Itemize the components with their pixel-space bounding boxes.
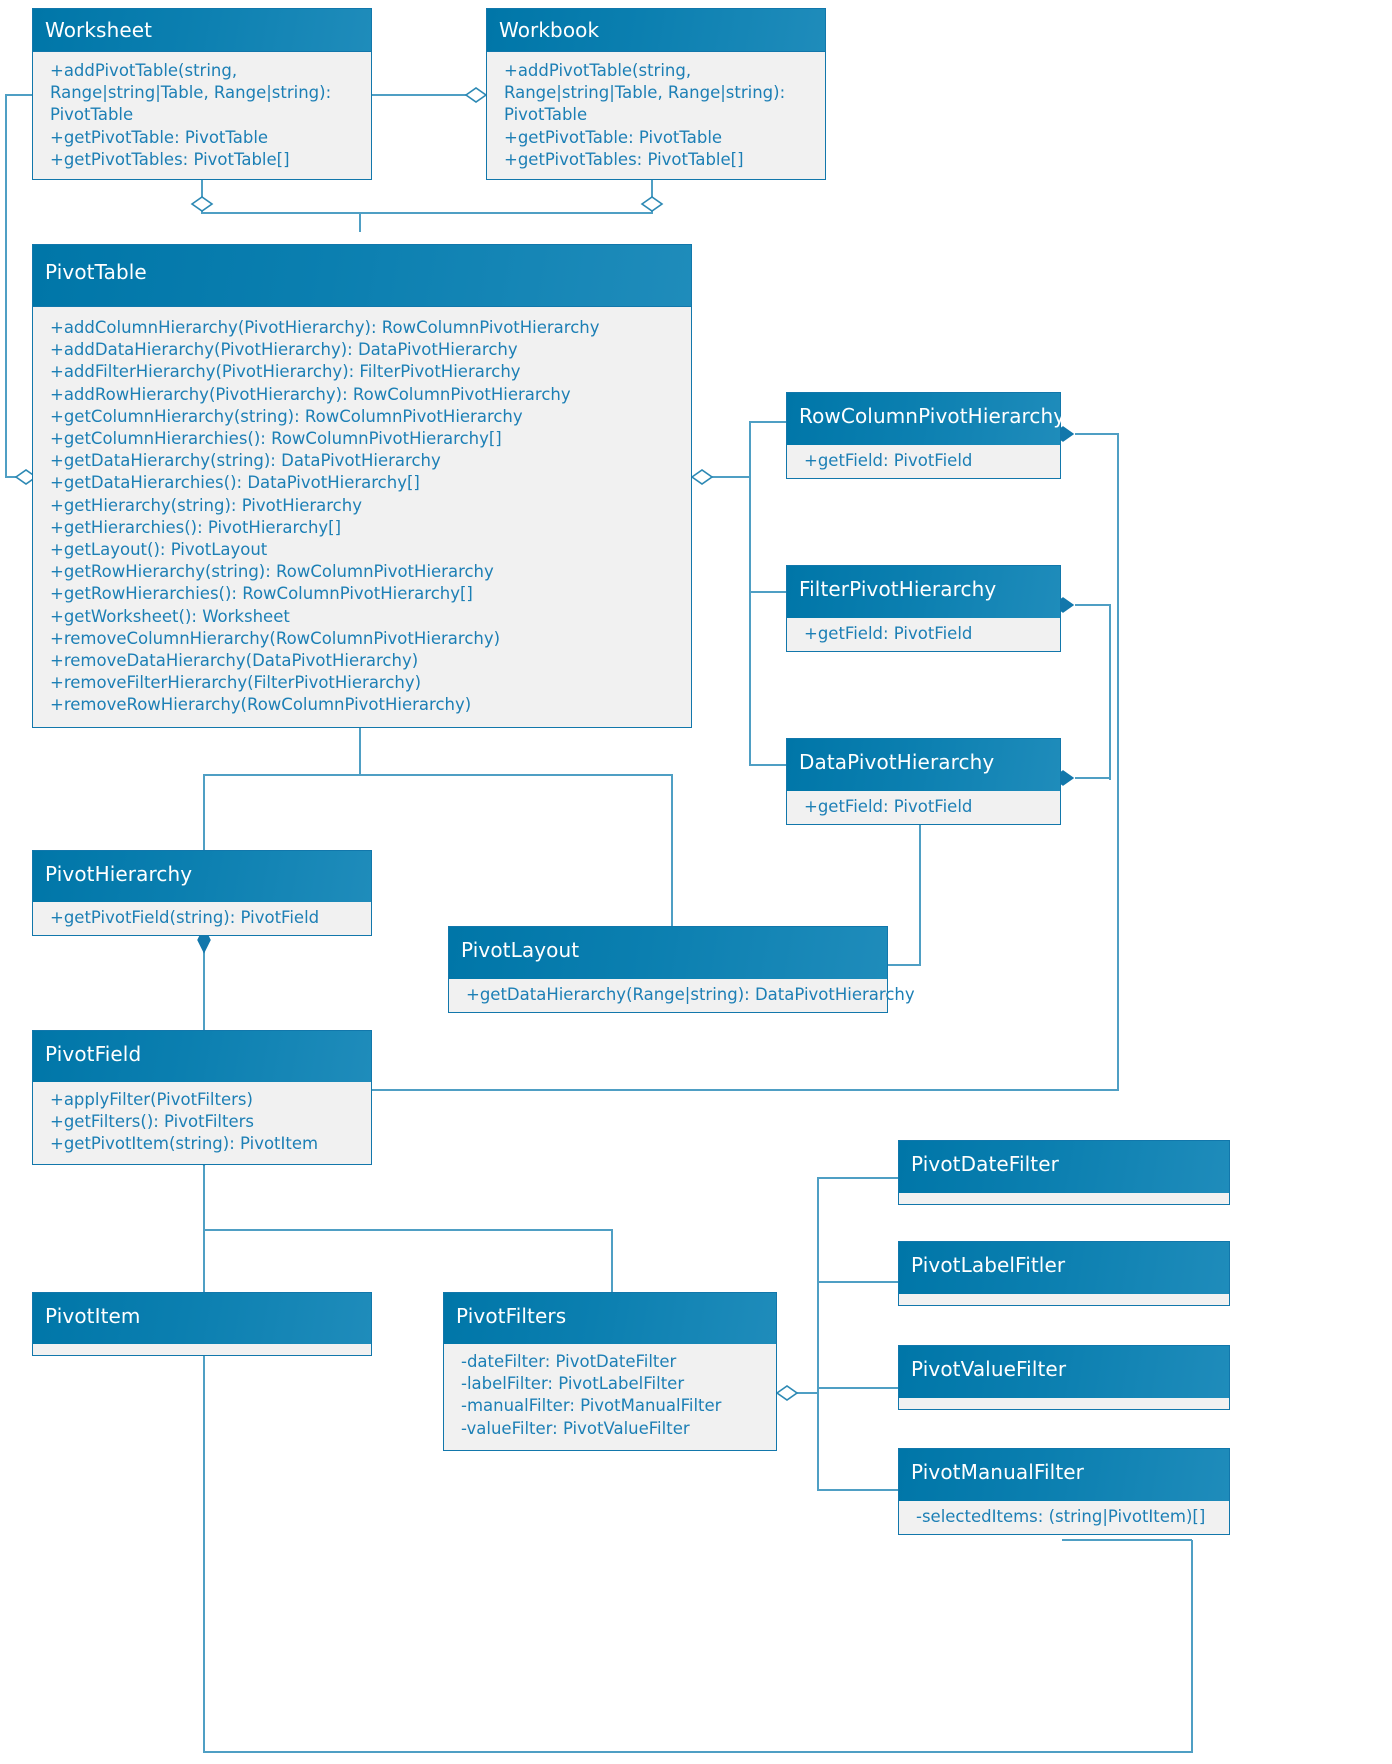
member-line: +getColumnHierarchy(string): RowColumnPi… bbox=[50, 406, 523, 426]
member-line: +removeFilterHierarchy(FilterPivotHierar… bbox=[50, 673, 422, 693]
class-members: -dateFilter: PivotDateFilter -labelFilte… bbox=[443, 1344, 777, 1451]
member-line: +getRowHierarchies(): RowColumnPivotHier… bbox=[50, 584, 473, 604]
member-line: Range|string|Table, Range|string): bbox=[50, 83, 332, 103]
class-box-workbook[interactable]: Workbook +addPivotTable(string, Range|st… bbox=[486, 8, 826, 181]
member-line: +getPivotTables: PivotTable[] bbox=[504, 149, 744, 169]
member-line: +addFilterHierarchy(PivotHierarchy): Fil… bbox=[50, 362, 521, 382]
class-box-pivottable[interactable]: PivotTable +addColumnHierarchy(PivotHier… bbox=[32, 244, 692, 728]
member-line: +getFilters(): PivotFilters bbox=[50, 1112, 255, 1132]
class-members bbox=[898, 1193, 1230, 1205]
class-members: +getField: PivotField bbox=[786, 445, 1061, 480]
member-line: +getColumnHierarchies(): RowColumnPivotH… bbox=[50, 429, 502, 449]
member-line: -selectedItems: (string|PivotItem)[] bbox=[916, 1507, 1206, 1526]
member-line: +getWorksheet(): Worksheet bbox=[50, 606, 290, 626]
class-box-datapivothierarchy[interactable]: DataPivotHierarchy +getField: PivotField bbox=[786, 738, 1061, 826]
member-line: +applyFilter(PivotFilters) bbox=[50, 1090, 253, 1109]
member-line: +removeRowHierarchy(RowColumnPivotHierar… bbox=[50, 695, 472, 715]
class-title: PivotHierarchy bbox=[32, 850, 372, 902]
class-members: +applyFilter(PivotFilters) +getFilters()… bbox=[32, 1082, 372, 1165]
member-line: +getPivotItem(string): PivotItem bbox=[50, 1134, 319, 1154]
class-title: Worksheet bbox=[33, 9, 371, 52]
class-title: PivotManualFilter bbox=[898, 1448, 1230, 1501]
class-box-pivotvaluefilter[interactable]: PivotValueFilter bbox=[898, 1345, 1230, 1410]
class-members: +getField: PivotField bbox=[786, 791, 1061, 826]
class-members bbox=[898, 1398, 1230, 1410]
member-line: +getField: PivotField bbox=[804, 797, 973, 816]
class-box-filterpivothierarchy[interactable]: FilterPivotHierarchy +getField: PivotFie… bbox=[786, 565, 1061, 653]
class-members bbox=[898, 1294, 1230, 1306]
class-title: PivotLayout bbox=[448, 926, 888, 979]
class-box-pivotitem[interactable]: PivotItem bbox=[32, 1292, 372, 1356]
aggregation-diamond bbox=[190, 196, 214, 212]
class-title: PivotTable bbox=[33, 245, 691, 307]
member-line: +addPivotTable(string, bbox=[50, 61, 238, 80]
member-line: +getHierarchies(): PivotHierarchy[] bbox=[50, 517, 342, 537]
class-title: Workbook bbox=[487, 9, 825, 52]
class-box-pivotlayout[interactable]: PivotLayout +getDataHierarchy(Range|stri… bbox=[448, 926, 915, 1014]
class-box-pivotmanualfilter[interactable]: PivotManualFilter -selectedItems: (strin… bbox=[898, 1448, 1230, 1536]
class-box-pivothierarchy[interactable]: PivotHierarchy +getPivotField(string): P… bbox=[32, 850, 372, 937]
member-line: -dateFilter: PivotDateFilter bbox=[461, 1352, 677, 1371]
member-line: PivotTable bbox=[50, 105, 134, 125]
member-line: +addRowHierarchy(PivotHierarchy): RowCol… bbox=[50, 384, 571, 404]
member-line: +getPivotTable: PivotTable bbox=[50, 127, 269, 147]
member-line: +getDataHierarchy(Range|string): DataPiv… bbox=[466, 985, 915, 1004]
class-members: +getDataHierarchy(Range|string): DataPiv… bbox=[448, 979, 915, 1014]
class-title: PivotValueFilter bbox=[898, 1345, 1230, 1398]
member-line: +addDataHierarchy(PivotHierarchy): DataP… bbox=[50, 340, 518, 360]
class-members bbox=[32, 1344, 372, 1356]
member-line: +getPivotField(string): PivotField bbox=[50, 908, 320, 927]
member-line: Range|string|Table, Range|string): bbox=[504, 83, 786, 103]
class-members: +getPivotField(string): PivotField bbox=[32, 902, 372, 937]
member-line: +getPivotTables: PivotTable[] bbox=[50, 149, 290, 169]
class-box-pivotfield[interactable]: PivotField +applyFilter(PivotFilters) +g… bbox=[32, 1030, 372, 1165]
class-title: RowColumnPivotHierarchy bbox=[786, 392, 1065, 445]
class-title: FilterPivotHierarchy bbox=[786, 565, 1061, 618]
class-box-pivotfilters[interactable]: PivotFilters -dateFilter: PivotDateFilte… bbox=[443, 1292, 777, 1451]
member-line: -valueFilter: PivotValueFilter bbox=[461, 1418, 690, 1438]
member-line: -labelFilter: PivotLabelFilter bbox=[461, 1374, 685, 1394]
member-line: +getHierarchy(string): PivotHierarchy bbox=[50, 495, 362, 515]
member-line: +getPivotTable: PivotTable bbox=[504, 127, 723, 147]
member-line: +getLayout(): PivotLayout bbox=[50, 540, 268, 560]
member-line: +getDataHierarchy(string): DataPivotHier… bbox=[50, 451, 441, 471]
class-box-rowcolumnpivothierarchy[interactable]: RowColumnPivotHierarchy +getField: Pivot… bbox=[786, 392, 1065, 480]
class-title: PivotDateFilter bbox=[898, 1140, 1230, 1193]
class-box-pivotdatefilter[interactable]: PivotDateFilter bbox=[898, 1140, 1230, 1205]
member-line: PivotTable bbox=[504, 105, 588, 125]
class-members: +addPivotTable(string, Range|string|Tabl… bbox=[487, 52, 825, 180]
aggregation-diamond bbox=[775, 1385, 799, 1401]
member-line: +getField: PivotField bbox=[804, 451, 973, 470]
class-members: +addPivotTable(string, Range|string|Tabl… bbox=[33, 52, 371, 180]
member-line: +removeColumnHierarchy(RowColumnPivotHie… bbox=[50, 628, 501, 648]
member-line: +removeDataHierarchy(DataPivotHierarchy) bbox=[50, 651, 419, 671]
aggregation-diamond bbox=[640, 196, 664, 212]
member-line: +addColumnHierarchy(PivotHierarchy): Row… bbox=[50, 318, 600, 337]
aggregation-diamond bbox=[464, 87, 488, 103]
class-title: PivotField bbox=[32, 1030, 372, 1082]
aggregation-diamond bbox=[690, 469, 714, 485]
class-title: DataPivotHierarchy bbox=[786, 738, 1061, 791]
class-members: +addColumnHierarchy(PivotHierarchy): Row… bbox=[33, 307, 691, 727]
member-line: +getField: PivotField bbox=[804, 624, 973, 643]
class-box-pivotlabelfitler[interactable]: PivotLabelFitler bbox=[898, 1241, 1230, 1306]
class-title: PivotLabelFitler bbox=[898, 1241, 1230, 1294]
class-members: -selectedItems: (string|PivotItem)[] bbox=[898, 1501, 1230, 1536]
member-line: +addPivotTable(string, bbox=[504, 61, 692, 80]
class-title: PivotFilters bbox=[443, 1292, 777, 1344]
member-line: -manualFilter: PivotManualFilter bbox=[461, 1396, 722, 1416]
class-box-worksheet[interactable]: Worksheet +addPivotTable(string, Range|s… bbox=[32, 8, 372, 181]
member-line: +getDataHierarchies(): DataPivotHierarch… bbox=[50, 473, 420, 493]
member-line: +getRowHierarchy(string): RowColumnPivot… bbox=[50, 562, 494, 582]
class-title: PivotItem bbox=[32, 1292, 372, 1344]
class-members: +getField: PivotField bbox=[786, 618, 1061, 653]
